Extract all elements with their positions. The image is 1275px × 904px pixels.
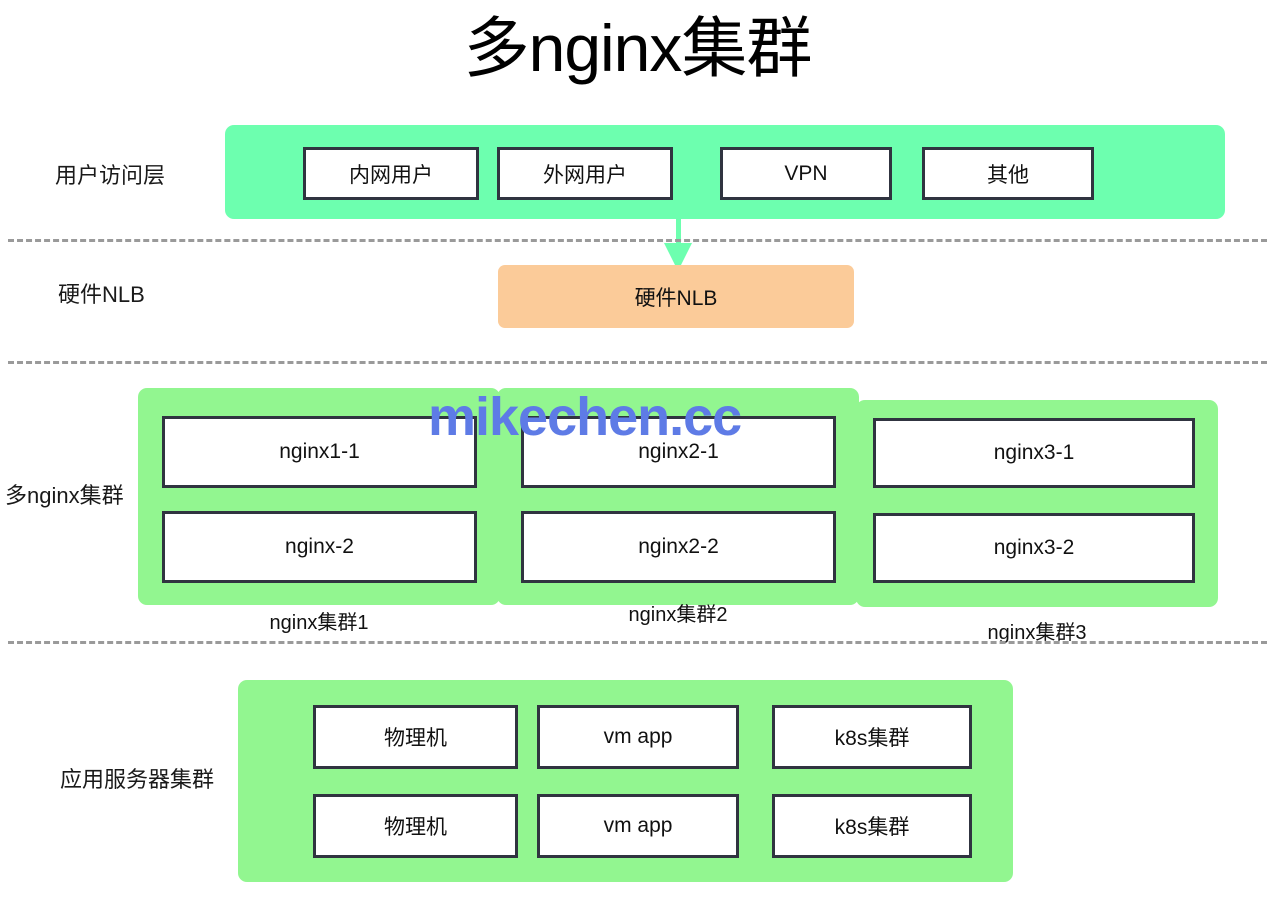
node-extranet-user[interactable]: 外网用户 [497,147,673,200]
separator-nlb-nginx [8,361,1267,364]
node-other[interactable]: 其他 [922,147,1094,200]
separator-user-nlb [8,239,1267,242]
node-nginx1-1[interactable]: nginx1-1 [162,416,477,488]
node-hardware-nlb[interactable]: 硬件NLB [498,265,854,328]
node-nginx3-2[interactable]: nginx3-2 [873,513,1195,583]
nginx-cluster-1-caption: nginx集群1 [269,612,369,634]
node-app-k8s-1[interactable]: k8s集群 [772,705,972,769]
layer-label-app-servers: 应用服务器集群 [60,767,215,792]
node-vpn[interactable]: VPN [720,147,892,200]
node-nginx2-2[interactable]: nginx2-2 [521,511,836,583]
node-app-vm-2[interactable]: vm app [537,794,739,858]
node-nginx2-1[interactable]: nginx2-1 [521,416,836,488]
layer-label-nginx-clusters: 多nginx集群 [5,483,124,508]
node-intranet-user[interactable]: 内网用户 [303,147,479,200]
node-app-k8s-2[interactable]: k8s集群 [772,794,972,858]
node-app-vm-1[interactable]: vm app [537,705,739,769]
page-title: 多nginx集群 [463,11,813,85]
arrow-shaft-user-to-nlb [676,219,681,247]
layer-label-hardware-nlb: 硬件NLB [58,282,145,307]
node-app-physical-1[interactable]: 物理机 [313,705,518,769]
node-nginx1-2[interactable]: nginx-2 [162,511,477,583]
node-nginx3-1[interactable]: nginx3-1 [873,418,1195,488]
nginx-cluster-3-caption: nginx集群3 [987,622,1087,644]
node-app-physical-2[interactable]: 物理机 [313,794,518,858]
nginx-cluster-2-caption: nginx集群2 [628,604,728,626]
layer-label-user-access: 用户访问层 [55,163,166,188]
separator-nginx-app [8,641,1267,644]
